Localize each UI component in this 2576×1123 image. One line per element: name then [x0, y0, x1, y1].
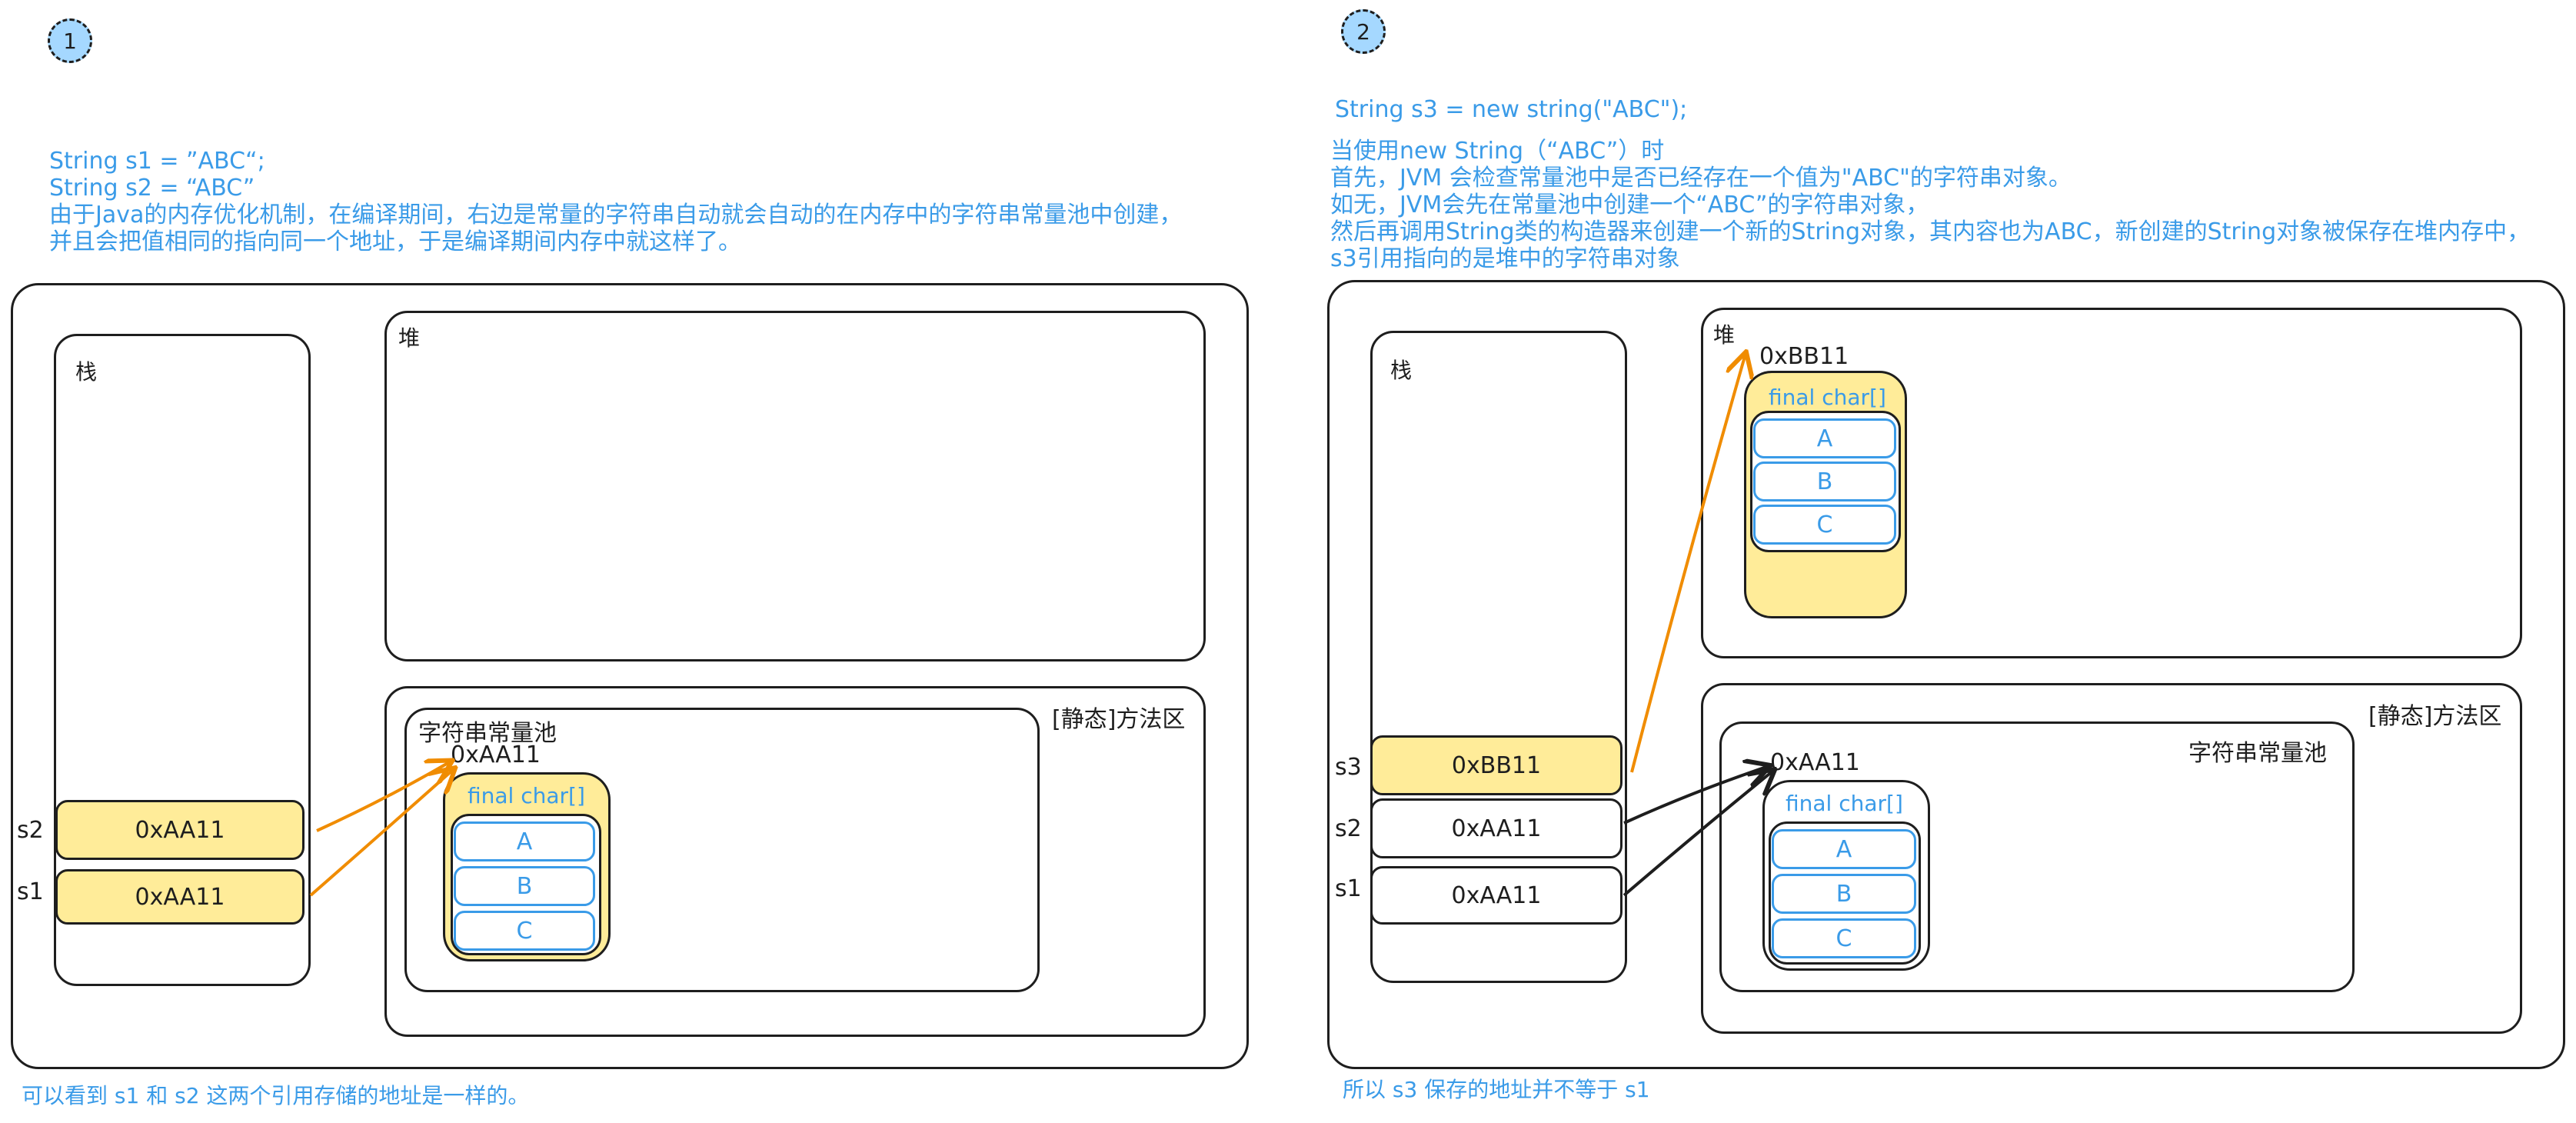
step-2-badge: 2: [1341, 9, 1386, 54]
p2-string-pool-label: 字符串常量池: [2188, 740, 2327, 767]
p1-heap-label: 堆: [398, 325, 421, 351]
p2-arrow-s2-to-pool: [1623, 766, 1769, 825]
p2-desc-line-3: 如无，JVM会先在常量池中创建一个“ABC”的字符串对象，: [1330, 192, 1929, 218]
p1-pool-address: 0xAA11: [451, 741, 541, 768]
p2-code-line: String s3 = new string("ABC");: [1335, 96, 1688, 123]
step-2-number: 2: [1356, 18, 1370, 45]
p1-char-a: A: [454, 821, 595, 861]
p2-pool-address: 0xAA11: [1770, 749, 1860, 776]
p1-char-c: C: [454, 911, 595, 951]
p1-arrow-s1-to-pool: [309, 769, 454, 897]
p2-desc-line-5: s3引用指向的是堆中的字符串对象: [1330, 245, 1680, 272]
p2-pool-char-array-label: final char[]: [1786, 791, 1903, 816]
p1-var-name-s2: s2: [17, 817, 44, 844]
p2-heap-char-c: C: [1753, 505, 1896, 545]
p2-heap-char-b: B: [1753, 462, 1896, 502]
p1-stack-label: 栈: [75, 359, 98, 385]
p2-var-name-s1: s1: [1335, 875, 1362, 902]
p1-var-name-s1: s1: [17, 878, 44, 905]
p2-var-cell-s2: 0xAA11: [1370, 798, 1622, 858]
p1-var-cell-s1: 0xAA11: [55, 869, 305, 925]
p2-var-cell-s3: 0xBB11: [1370, 735, 1622, 795]
p2-desc-line-1: 当使用new String（“ABC”）时: [1330, 138, 1665, 165]
p1-code-line-1: String s1 = ”ABC“;: [49, 148, 265, 175]
p1-arrow-s2-to-pool: [316, 761, 451, 832]
p2-pool-char-a: A: [1772, 829, 1916, 869]
p1-desc-line-1: 由于Java的内存优化机制，在编译期间，右边是常量的字符串自动就会自动的在内存中…: [49, 202, 1183, 228]
p2-footer-note: 所以 s3 保存的地址并不等于 s1: [1343, 1077, 1650, 1102]
p1-code-line-2: String s2 = “ABC”: [49, 175, 255, 202]
p2-pool-char-c: C: [1772, 918, 1916, 958]
p2-arrow-s3-to-heap: [1630, 354, 1746, 773]
p1-char-b: B: [454, 866, 595, 906]
p2-var-cell-s1: 0xAA11: [1370, 866, 1622, 925]
p2-desc-line-4: 然后再调用String类的构造器来创建一个新的String对象，其内容也为ABC…: [1330, 218, 2531, 245]
p2-method-area-label: [静态]方法区: [2368, 703, 2502, 730]
p1-footer-note: 可以看到 s1 和 s2 这两个引用存储的地址是一样的。: [22, 1083, 530, 1108]
step-1-badge: 1: [48, 18, 92, 63]
p2-stack-label: 栈: [1390, 358, 1413, 383]
p2-arrow-s1-to-pool: [1622, 771, 1773, 897]
p2-var-name-s3: s3: [1335, 754, 1362, 781]
p1-string-pool-label: 字符串常量池: [418, 720, 557, 747]
p2-heap-label: 堆: [1713, 322, 1736, 348]
p2-pool-char-b: B: [1772, 874, 1916, 914]
p1-method-area-label: [静态]方法区: [1052, 706, 1186, 733]
p2-heap-char-array-label: final char[]: [1769, 385, 1886, 410]
p1-char-array-label: final char[]: [468, 783, 585, 808]
p2-heap-char-a: A: [1753, 418, 1896, 458]
p2-var-name-s2: s2: [1335, 815, 1362, 842]
p1-var-cell-s2: 0xAA11: [55, 800, 305, 860]
p2-desc-line-2: 首先，JVM 会检查常量池中是否已经存在一个值为"ABC"的字符串对象。: [1330, 165, 2072, 192]
p1-heap-area: [384, 311, 1206, 661]
p1-desc-line-2: 并且会把值相同的指向同一个地址，于是编译期间内存中就这样了。: [49, 228, 741, 255]
p2-heap-address: 0xBB11: [1759, 343, 1849, 370]
step-1-number: 1: [63, 28, 77, 54]
